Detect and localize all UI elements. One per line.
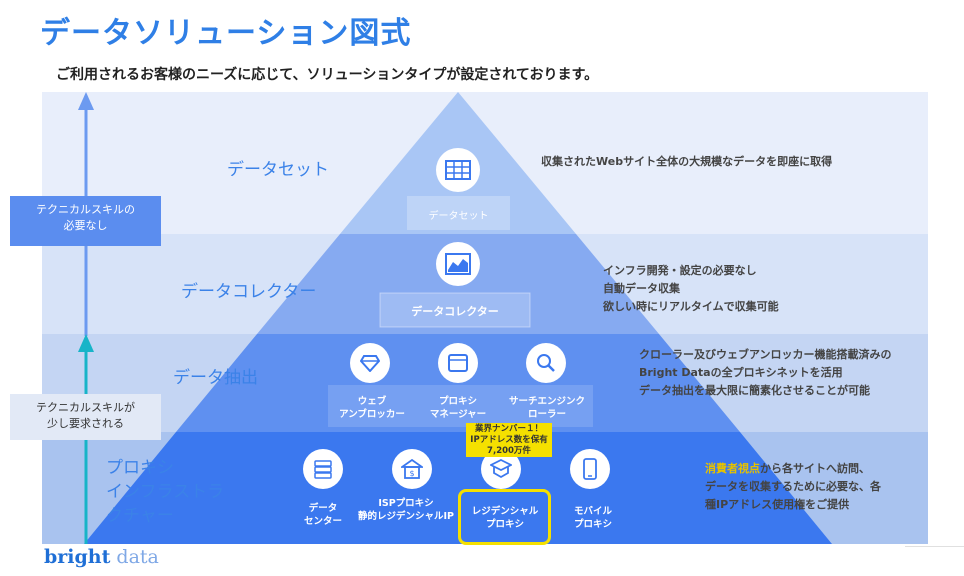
gem-icon (350, 343, 390, 383)
server-icon (303, 449, 343, 489)
svg-text:$: $ (409, 469, 414, 478)
extraction-plate-bg (328, 385, 593, 427)
skill-none-box: テクニカルスキルの 必要なし (10, 196, 161, 246)
dataset-plate-bg (407, 196, 510, 230)
bright-data-logo: bright data (44, 546, 159, 568)
skill-some-box: テクニカルスキルが 少し要求される (10, 394, 161, 440)
tier-label-proxy: プロキシ インフラストラ クチャー (106, 458, 225, 526)
page-title: データソリューション図式 (40, 16, 412, 51)
extraction-item-unblocker: ウェブ アンブロッカー (339, 396, 405, 420)
pyramid-tier-extraction (176, 334, 740, 432)
tier-label-extraction: データ抽出 (173, 368, 258, 388)
coin-house-icon: $ (392, 449, 432, 489)
collector-plate-label: データコレクター (411, 305, 499, 318)
residential-badge: 業界ナンバー１！ IPアドレス数を保有 7,200万件 (466, 423, 552, 457)
tier-desc-proxy: 消費者視点から各サイトへ訪問、 データを収集するために必要な、各 種IPアドレス… (705, 460, 881, 514)
proxy-item-mobile: モバイル プロキシ (573, 506, 612, 530)
logo-bold: bright (44, 546, 111, 568)
residential-highlight-box (458, 489, 551, 545)
collector-plate-bg (379, 292, 531, 328)
tier-desc-proxy-highlight: 消費者視点 (705, 462, 760, 475)
dataset-plate-label: データセット (428, 211, 489, 222)
tier-desc-collector: インフラ開発・設定の必要なし 自動データ収集 欲しい時にリアルタイムで収集可能 (603, 264, 779, 313)
window-icon (438, 343, 478, 383)
pyramid-tier-proxy (84, 432, 832, 544)
tier-label-collector: データコレクター (181, 282, 317, 302)
page-subtitle: ご利用されるお客様のニーズに応じて、ソリューションタイプが設定されております。 (56, 67, 599, 83)
search-icon (526, 343, 566, 383)
tier-desc-proxy-text: から各サイトへ訪問、 データを収集するために必要な、各 種IPアドレス使用権をご… (705, 462, 881, 511)
proxy-item-residential: レジデンシャル プロキシ (471, 506, 539, 530)
extraction-item-serp-crawler: サーチエンジンク ローラー (508, 396, 585, 420)
proxy-item-datacenter: データ センター (303, 503, 342, 527)
table-icon (436, 148, 480, 192)
mobile-icon (570, 449, 610, 489)
logo-light: data (110, 546, 159, 568)
tier-desc-extraction: クローラー及びウェブアンロッカー機能搭載済みの Bright Dataの全プロキ… (639, 348, 892, 397)
chart-icon (436, 242, 480, 286)
proxy-item-isp: ISPプロキシ 静的レジデンシャルIP (358, 498, 454, 522)
tier-desc-dataset: 収集されたWebサイト全体の大規模なデータを即座に取得 (541, 155, 833, 168)
skill-arrow-upper-head (78, 92, 94, 110)
footer-divider (905, 546, 964, 547)
skill-arrow-lower-head (78, 334, 94, 352)
tier-label-dataset: データセット (227, 160, 329, 180)
extraction-item-proxy-manager: プロキシ マネージャー (429, 396, 487, 420)
